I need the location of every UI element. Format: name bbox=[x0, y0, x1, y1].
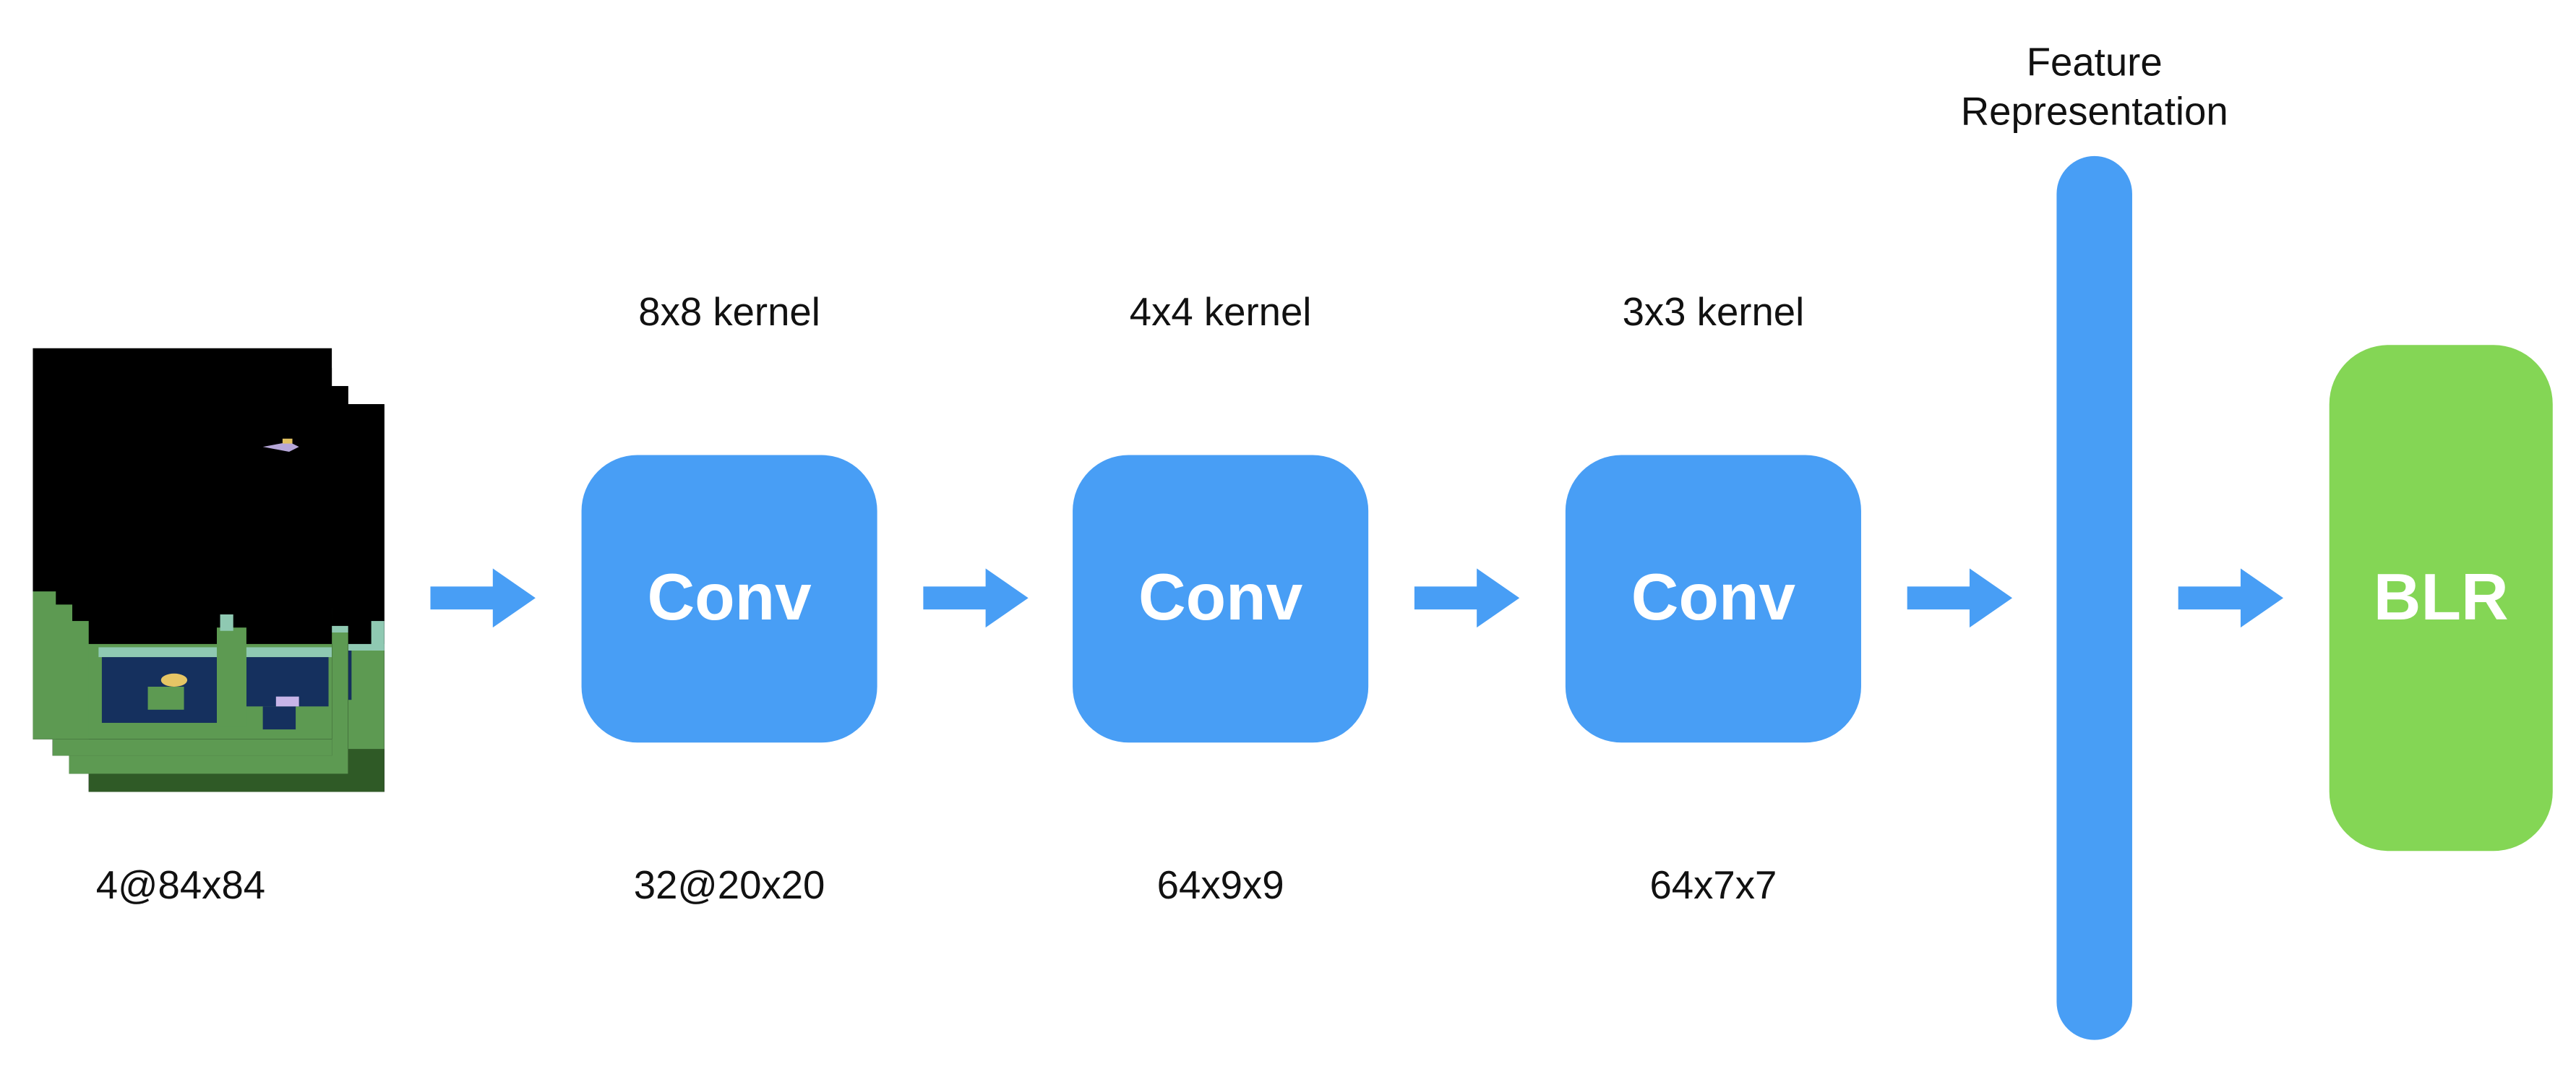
output-shape-label-1: 32@20x20 bbox=[633, 864, 825, 909]
kernel-label-2: 4x4 kernel bbox=[1129, 291, 1312, 335]
right-arrow-icon bbox=[2178, 568, 2284, 628]
output-shape-label-2: 64x9x9 bbox=[1156, 864, 1284, 909]
right-arrow-icon bbox=[1414, 568, 1520, 628]
feature-title-line-2: Representation bbox=[1960, 90, 2228, 135]
output-shape-label-3: 64x7x7 bbox=[1649, 864, 1777, 909]
kernel-label-3: 3x3 kernel bbox=[1622, 291, 1805, 335]
feature-representation-bar bbox=[2056, 155, 2132, 1040]
conv-block-1: Conv bbox=[581, 455, 877, 743]
right-arrow-icon bbox=[430, 568, 536, 628]
right-arrow-icon bbox=[923, 568, 1029, 628]
blr-block: BLR bbox=[2329, 345, 2553, 852]
kernel-label-1: 8x8 kernel bbox=[638, 291, 820, 335]
conv-block-2: Conv bbox=[1073, 455, 1369, 743]
right-arrow-icon bbox=[1907, 568, 2013, 628]
conv-block-3: Conv bbox=[1565, 455, 1861, 743]
input-frame-1 bbox=[33, 348, 332, 739]
feature-title-line-1: Feature bbox=[2026, 40, 2163, 86]
input-shape-label: 4@84x84 bbox=[95, 864, 266, 909]
